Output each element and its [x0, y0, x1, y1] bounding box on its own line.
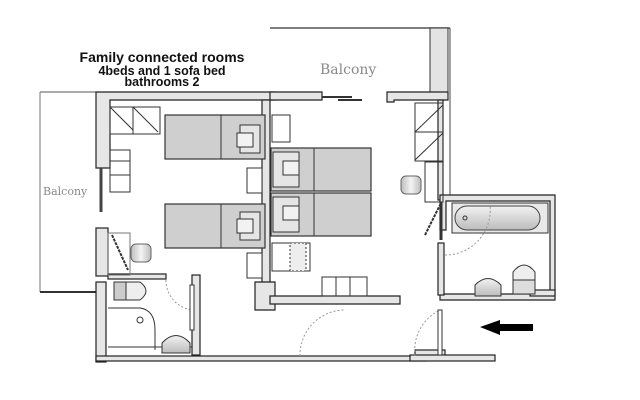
balcony-top-label: Balcony — [320, 62, 377, 78]
balcony-top — [270, 27, 451, 200]
door-leaf — [437, 309, 443, 356]
bed-left-1 — [164, 114, 266, 160]
window-top — [322, 96, 362, 101]
shelves-left — [109, 149, 131, 193]
door-leaf — [189, 284, 195, 331]
nightstand-3 — [271, 114, 291, 143]
toilet-right — [512, 264, 536, 295]
folding-door-right — [424, 202, 443, 240]
plan-subtitle-beds: 4beds and 1 sofa bed — [98, 64, 226, 78]
walls — [95, 91, 556, 363]
sofa-bed — [271, 242, 311, 272]
bathtub — [451, 202, 549, 234]
sink-left — [161, 335, 191, 354]
balcony-left-label: Balcony — [43, 185, 88, 198]
folding-door-left — [107, 232, 131, 276]
bed-right-2 — [270, 192, 372, 237]
nightstand-1 — [246, 167, 263, 194]
balcony-left — [39, 91, 96, 293]
toilet-left — [113, 281, 147, 301]
stool-left — [130, 243, 152, 263]
shelves-right — [321, 276, 368, 297]
door-swings — [165, 204, 491, 357]
stool-right — [400, 175, 422, 195]
plan-subtitle-bathrooms: bathrooms 2 — [124, 75, 200, 89]
wardrobe-right — [414, 102, 444, 203]
plan-title: Family connected rooms — [79, 49, 245, 65]
nightstand-2 — [246, 252, 263, 279]
wardrobe-left — [109, 106, 161, 135]
bed-right-1 — [270, 147, 372, 192]
bed-left-2 — [164, 203, 266, 249]
sink-right — [474, 278, 502, 297]
arrow-left-icon — [480, 320, 533, 335]
